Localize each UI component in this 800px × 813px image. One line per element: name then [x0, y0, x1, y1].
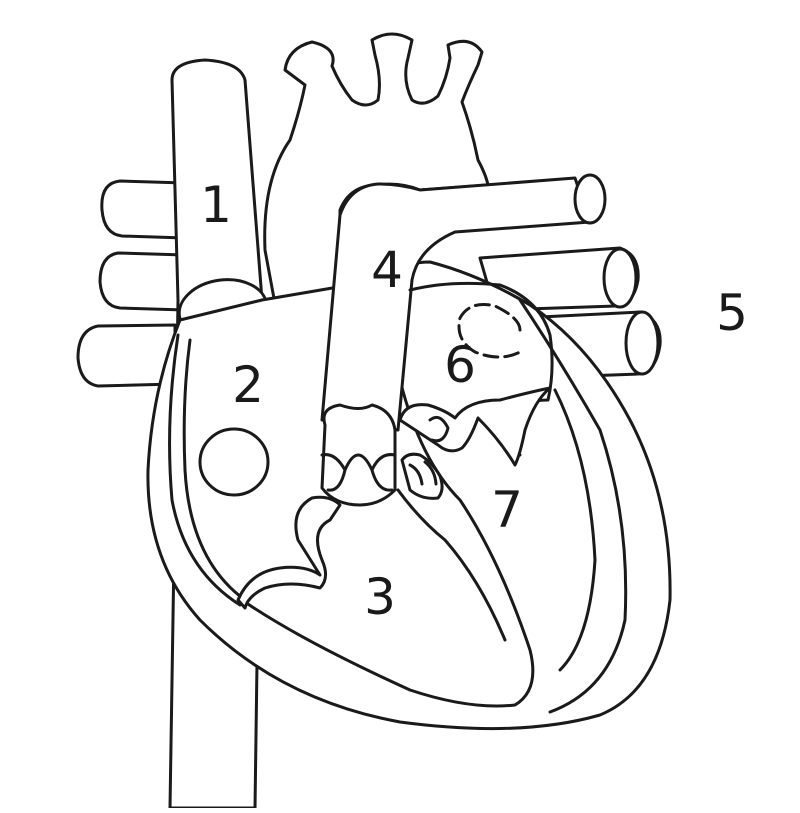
left-ventricle-wall — [518, 298, 628, 714]
coronary-sinus-opening — [198, 427, 270, 497]
label-6: 6 — [444, 336, 476, 394]
label-3: 3 — [364, 568, 396, 626]
ventricle-divider — [396, 488, 507, 642]
pulmonary-vein-left-lower — [76, 323, 177, 388]
label-7: 7 — [491, 481, 523, 539]
pulmonary-vein-left-upper — [100, 179, 187, 240]
left-atrium-opening — [457, 303, 522, 359]
label-5: 5 — [716, 284, 748, 342]
label-1: 1 — [200, 176, 232, 234]
pulmonary-valve-cusps — [320, 453, 397, 492]
pulmonary-vein-right-lower-end — [624, 310, 660, 376]
tricuspid-valve — [236, 495, 342, 610]
mitral-valve — [398, 386, 552, 467]
pulmonary-vein-right-upper-end — [602, 247, 638, 309]
mitral-valve-cusp — [428, 415, 450, 443]
label-2: 2 — [232, 356, 264, 414]
pulmonary-artery-end — [573, 173, 607, 225]
heart-outline — [146, 260, 672, 731]
left-ventricle-inner-wall — [553, 388, 597, 672]
aortic-valve-cusps — [408, 460, 438, 486]
pulmonary-vein-left-middle — [98, 251, 187, 312]
interventricular-septum — [240, 378, 535, 708]
pulmonary-artery — [320, 176, 592, 432]
label-4: 4 — [371, 241, 403, 299]
